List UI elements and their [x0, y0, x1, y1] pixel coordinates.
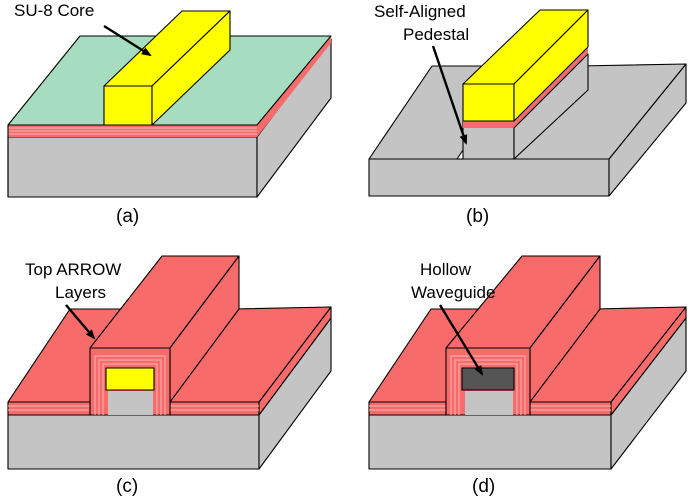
substrate-window — [108, 391, 153, 415]
arrow-base-front-right — [529, 401, 612, 416]
pedestal-side — [513, 53, 589, 160]
label-su8-core: SU-8 Core — [14, 1, 94, 20]
label-top-arrow: Top ARROW — [25, 260, 121, 279]
label-hollow: Hollow — [420, 260, 472, 279]
substrate-window — [465, 391, 513, 415]
caption-b: (b) — [466, 206, 489, 227]
caption-d: (d) — [472, 476, 495, 497]
substrate-front — [368, 414, 612, 470]
pedestal-film — [463, 121, 514, 128]
label-pedestal: Pedestal — [403, 25, 469, 44]
pointer-arrow-icon — [65, 304, 96, 340]
arrow-layer-lines — [369, 405, 611, 411]
arrow-layer-lines — [8, 405, 259, 411]
su8-core — [105, 367, 155, 391]
panel-d: Hollow Waveguide (d) — [368, 255, 687, 497]
su8-core-front — [103, 85, 153, 126]
pointer-arrow-icon — [431, 45, 468, 145]
arrow-core-wrap — [450, 355, 526, 415]
su8-core-side — [513, 9, 589, 122]
thin-film-side — [257, 37, 331, 137]
label-self-aligned: Self-Aligned — [374, 2, 466, 21]
arrow-base-front-right — [169, 401, 260, 416]
pedestal-film-side — [514, 47, 588, 128]
caption-a: (a) — [116, 206, 139, 227]
arrow-base-front — [7, 401, 91, 416]
pointer-arrow-icon — [438, 304, 484, 376]
caption-c: (c) — [116, 476, 138, 497]
hollow-core — [461, 367, 515, 391]
panel-a: SU-8 Core (a) — [7, 1, 332, 227]
substrate-front — [368, 158, 610, 197]
substrate-front — [7, 414, 260, 470]
label-layers: Layers — [55, 283, 106, 302]
substrate-front — [7, 136, 258, 198]
panel-c: Top ARROW Layers (c) — [7, 255, 332, 497]
pointer-arrow-icon — [103, 24, 152, 57]
arrow-core-wrap — [94, 355, 166, 415]
thin-film-lines — [8, 127, 257, 135]
su8-core-side — [151, 10, 231, 126]
arrow-base-front — [368, 401, 447, 416]
panel-b: Self-Aligned Pedestal (b) — [368, 2, 687, 227]
label-waveguide: Waveguide — [411, 283, 495, 302]
su8-core-front — [462, 83, 515, 122]
